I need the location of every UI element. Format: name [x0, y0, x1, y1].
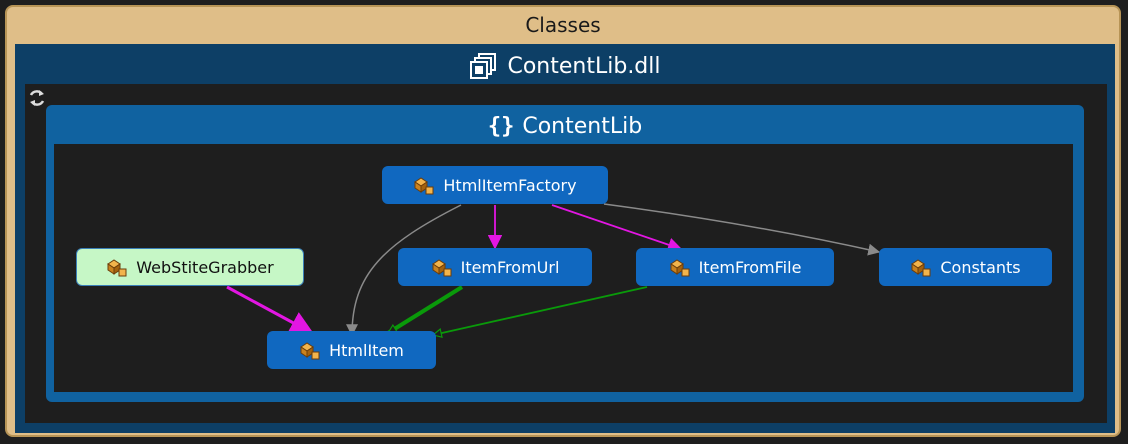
node-webstitegrabber[interactable]: WebStiteGrabber	[76, 248, 304, 286]
node-label: ItemFromFile	[698, 257, 802, 277]
node-label: WebStiteGrabber	[136, 257, 274, 277]
node-htmlitemfactory[interactable]: HtmlItemFactory	[382, 166, 608, 204]
edge-itemfromfile-htmlitem	[433, 286, 648, 335]
namespace-header: {} ContentLib	[46, 109, 1084, 143]
class-icon	[107, 259, 127, 277]
namespace-braces-icon: {}	[487, 113, 515, 139]
namespace-title: ContentLib	[522, 113, 643, 139]
classes-title: Classes	[525, 13, 601, 37]
namespace-group[interactable]: {} ContentLib	[46, 105, 1084, 402]
node-label: HtmlItemFactory	[443, 175, 577, 195]
node-label: ItemFromUrl	[460, 257, 560, 277]
class-icon	[414, 177, 434, 195]
class-icon	[669, 259, 690, 277]
node-constants[interactable]: Constants	[879, 248, 1052, 286]
edge-itemfromurl-htmlitem	[388, 285, 464, 335]
namespace-body: HtmlItemFactory WebStiteGrabber	[54, 144, 1073, 392]
assembly-header: ContentLib.dll	[15, 48, 1115, 84]
node-label: HtmlItem	[329, 340, 404, 360]
class-icon	[911, 259, 931, 277]
class-icon	[431, 259, 452, 277]
refresh-icon[interactable]	[27, 88, 47, 108]
edge-factory-itemfromfile	[551, 204, 683, 252]
node-itemfromurl[interactable]: ItemFromUrl	[398, 248, 592, 286]
class-icon	[300, 342, 320, 360]
edge-factory-constants	[603, 203, 881, 256]
assembly-group[interactable]: ContentLib.dll {} ContentLib	[15, 44, 1115, 433]
node-itemfromfile[interactable]: ItemFromFile	[636, 248, 834, 286]
assembly-body: {} ContentLib	[25, 84, 1107, 423]
node-label: Constants	[940, 257, 1021, 277]
assembly-stack-icon	[470, 53, 497, 79]
node-htmlitem[interactable]: HtmlItem	[267, 331, 436, 369]
assembly-title: ContentLib.dll	[507, 53, 661, 79]
edge-grabber-htmlitem	[226, 285, 315, 335]
